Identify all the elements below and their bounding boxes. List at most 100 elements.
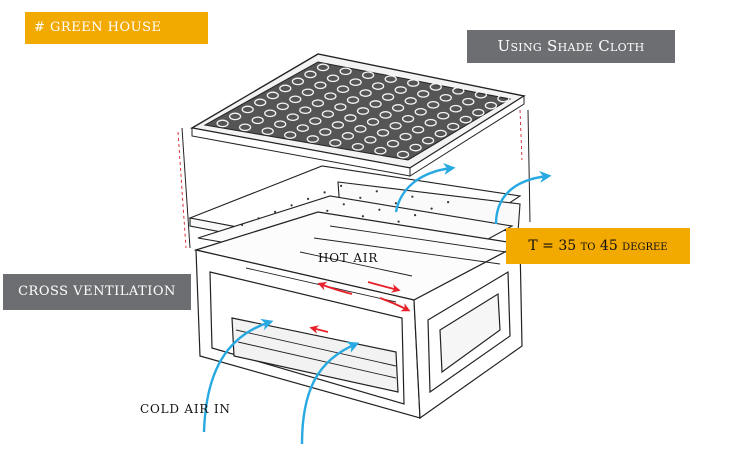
hot-air-arrow-2: [367, 281, 401, 293]
mesh-cell: [459, 115, 472, 124]
mesh-cell: [401, 114, 415, 123]
mesh-cell: [354, 125, 367, 133]
mesh-cell: [394, 86, 407, 94]
truss-rivet: [375, 190, 378, 193]
exhaust-arrow-1: [394, 163, 456, 213]
mesh-cell: [391, 104, 405, 112]
mesh-cell: [274, 120, 287, 129]
mesh-cell: [452, 86, 465, 95]
mesh-cell: [376, 128, 390, 137]
truss-rivet: [414, 214, 417, 217]
mesh-cell: [366, 118, 380, 126]
mesh-cell: [319, 128, 332, 136]
truss-rivet: [257, 217, 260, 220]
mesh-cell: [462, 97, 475, 106]
mesh-cell: [284, 131, 297, 139]
mesh-cell: [399, 132, 412, 141]
mesh-cell: [497, 94, 510, 103]
mesh-cell: [241, 105, 254, 114]
temperature-tag: T = 35 to 45 degree: [506, 228, 690, 264]
hot-air-arrow-3: [379, 297, 411, 312]
mesh-cell: [364, 135, 377, 144]
mesh-cell: [449, 104, 462, 113]
mesh-cell: [447, 122, 460, 131]
truss-rivet: [430, 207, 433, 210]
mesh-cell: [371, 82, 385, 90]
truss-rivet: [359, 196, 362, 199]
mesh-cell: [474, 90, 488, 99]
mesh-cell: [434, 129, 447, 138]
mesh-cell: [349, 78, 362, 87]
mesh-cell: [309, 117, 322, 125]
mesh-cell: [359, 89, 372, 97]
mesh-cell: [316, 63, 330, 72]
cold-air-arrow-2: [300, 341, 360, 445]
mesh-cell: [369, 100, 382, 108]
mesh-cell: [266, 91, 279, 100]
title-tag: # GREEN HOUSE: [25, 12, 208, 44]
mesh-cell: [381, 93, 395, 101]
truss-rivet: [340, 184, 343, 187]
mesh-cell: [344, 114, 357, 122]
mesh-cell: [331, 121, 345, 129]
mesh-cell: [228, 112, 242, 121]
mesh-cell: [361, 71, 375, 80]
truss-rivet: [326, 209, 329, 212]
mesh-cell: [254, 98, 267, 107]
mesh-cell: [251, 116, 264, 125]
cold-air-arrow-1: [202, 318, 274, 433]
mesh-cell: [484, 101, 498, 110]
mesh-cell: [301, 88, 315, 97]
mesh-cell: [304, 70, 317, 79]
mesh-cell: [374, 146, 387, 155]
mesh-cell: [276, 102, 289, 111]
mesh-cell: [339, 67, 352, 76]
mesh-cell: [417, 90, 430, 98]
mesh-cell: [384, 75, 397, 83]
truss-rivet: [394, 202, 397, 205]
mesh-cell: [286, 113, 299, 122]
hot-air-label: HOT AIR: [318, 251, 379, 265]
mesh-cell: [334, 103, 347, 111]
truss-rivet: [290, 204, 293, 207]
mesh-cell: [264, 109, 277, 118]
mesh-cell: [261, 127, 274, 136]
mesh-cell: [356, 107, 370, 115]
box-detail-lines: [235, 225, 507, 379]
truss-rivet: [274, 210, 277, 213]
mesh-cell: [326, 74, 340, 83]
mesh-cell: [321, 110, 335, 118]
mesh-cell: [329, 139, 342, 147]
truss-rivet: [342, 203, 345, 206]
mesh-cell: [409, 143, 422, 152]
mesh-cell: [279, 84, 292, 93]
mesh-cell: [336, 85, 350, 94]
mesh-cell: [414, 107, 427, 116]
hot-air-arrows: [309, 281, 411, 334]
mesh-cell: [306, 135, 319, 143]
cold-air-arrows: [202, 163, 552, 445]
mesh-cell: [411, 125, 425, 134]
truss-rivet: [361, 215, 364, 218]
greenhouse-box: [193, 211, 523, 420]
mesh-cell: [429, 83, 442, 91]
mesh-cell: [314, 81, 327, 90]
mesh-cell: [396, 150, 410, 159]
mesh-cell: [437, 111, 450, 120]
mesh-cell: [324, 92, 337, 101]
mesh-cell: [386, 139, 400, 148]
cold-air-label: COLD AIR IN: [140, 402, 231, 416]
mesh-cell: [389, 121, 402, 130]
hot-air-arrow-4: [309, 325, 329, 334]
mesh-cell: [296, 124, 309, 132]
truss-rivet: [323, 191, 326, 194]
mesh-cell: [404, 97, 417, 105]
mesh-cell: [427, 100, 440, 109]
truss-rivet: [378, 208, 381, 211]
truss-rivet: [307, 197, 310, 200]
truss-rivet: [411, 195, 414, 198]
mesh-cell: [439, 93, 452, 102]
truss-rivet: [241, 223, 244, 226]
truss-rivet: [447, 201, 450, 204]
